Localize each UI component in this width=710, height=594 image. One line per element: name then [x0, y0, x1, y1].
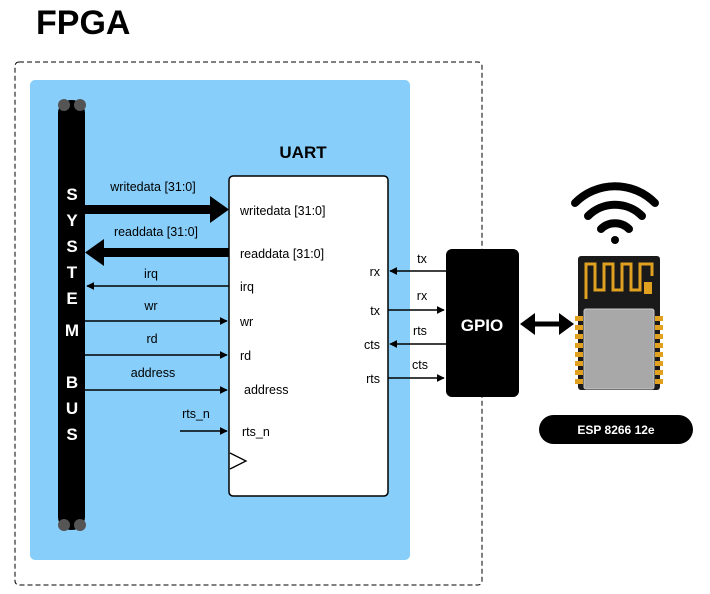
esp8266-module: [575, 256, 663, 390]
bus-label-wr: wr: [143, 299, 157, 313]
gpio-label-tx: tx: [417, 252, 427, 266]
gpio-esp-arrow-right: [559, 313, 574, 335]
bus-letter: U: [66, 399, 78, 418]
bus-letter: M: [65, 321, 79, 340]
uart-port-writedata: writedata [31:0]: [239, 204, 325, 218]
system-bus: S Y S T E M B U S: [58, 99, 86, 531]
gpio-label-rx: rx: [417, 289, 428, 303]
bus-label-readdata: readdata [31:0]: [114, 225, 198, 239]
uart-port-address: address: [244, 383, 288, 397]
wifi-icon: [571, 182, 659, 244]
gpio-esp-arrow-left: [520, 313, 535, 335]
bus-label-rd: rd: [146, 332, 157, 346]
uart-port-wr: wr: [239, 315, 253, 329]
bus-letter: Y: [66, 211, 78, 230]
readdata-arrow: [85, 239, 229, 266]
bus-letter: B: [66, 373, 78, 392]
bus-letter: S: [66, 237, 77, 256]
gpio-block: [446, 249, 519, 397]
uart-title: UART: [279, 143, 327, 162]
bus-letter: S: [66, 185, 77, 204]
gpio-label: GPIO: [461, 316, 504, 335]
uart-port-rd: rd: [240, 349, 251, 363]
bus-label-writedata: writedata [31:0]: [109, 180, 195, 194]
bus-label-address: address: [131, 366, 175, 380]
bus-letter: E: [66, 289, 77, 308]
uart-port-readdata: readdata [31:0]: [240, 247, 324, 261]
uart-port-tx: tx: [370, 304, 380, 318]
uart-block: [228, 175, 389, 497]
esp-shield: [583, 308, 655, 390]
writedata-arrow: [85, 196, 229, 223]
bus-letter: S: [66, 425, 77, 444]
gpio-label-rts: rts: [413, 324, 427, 338]
gpio-label-cts: cts: [412, 358, 428, 372]
bus-label-irq: irq: [144, 267, 158, 281]
uart-port-irq: irq: [240, 280, 254, 294]
bus-label-rts-n: rts_n: [182, 407, 210, 421]
uart-port-rts: rts: [366, 372, 380, 386]
esp-label: ESP 8266 12e: [577, 423, 655, 437]
uart-port-cts: cts: [364, 338, 380, 352]
page-title: FPGA: [36, 4, 130, 42]
uart-port-rts-n: rts_n: [242, 425, 270, 439]
esp-antenna: [584, 262, 654, 299]
uart-port-rx: rx: [370, 265, 381, 279]
bus-letter: T: [67, 263, 78, 282]
clock-symbol: [229, 452, 248, 470]
esp-label-pill: [539, 415, 693, 444]
esp-pins: [575, 316, 663, 384]
